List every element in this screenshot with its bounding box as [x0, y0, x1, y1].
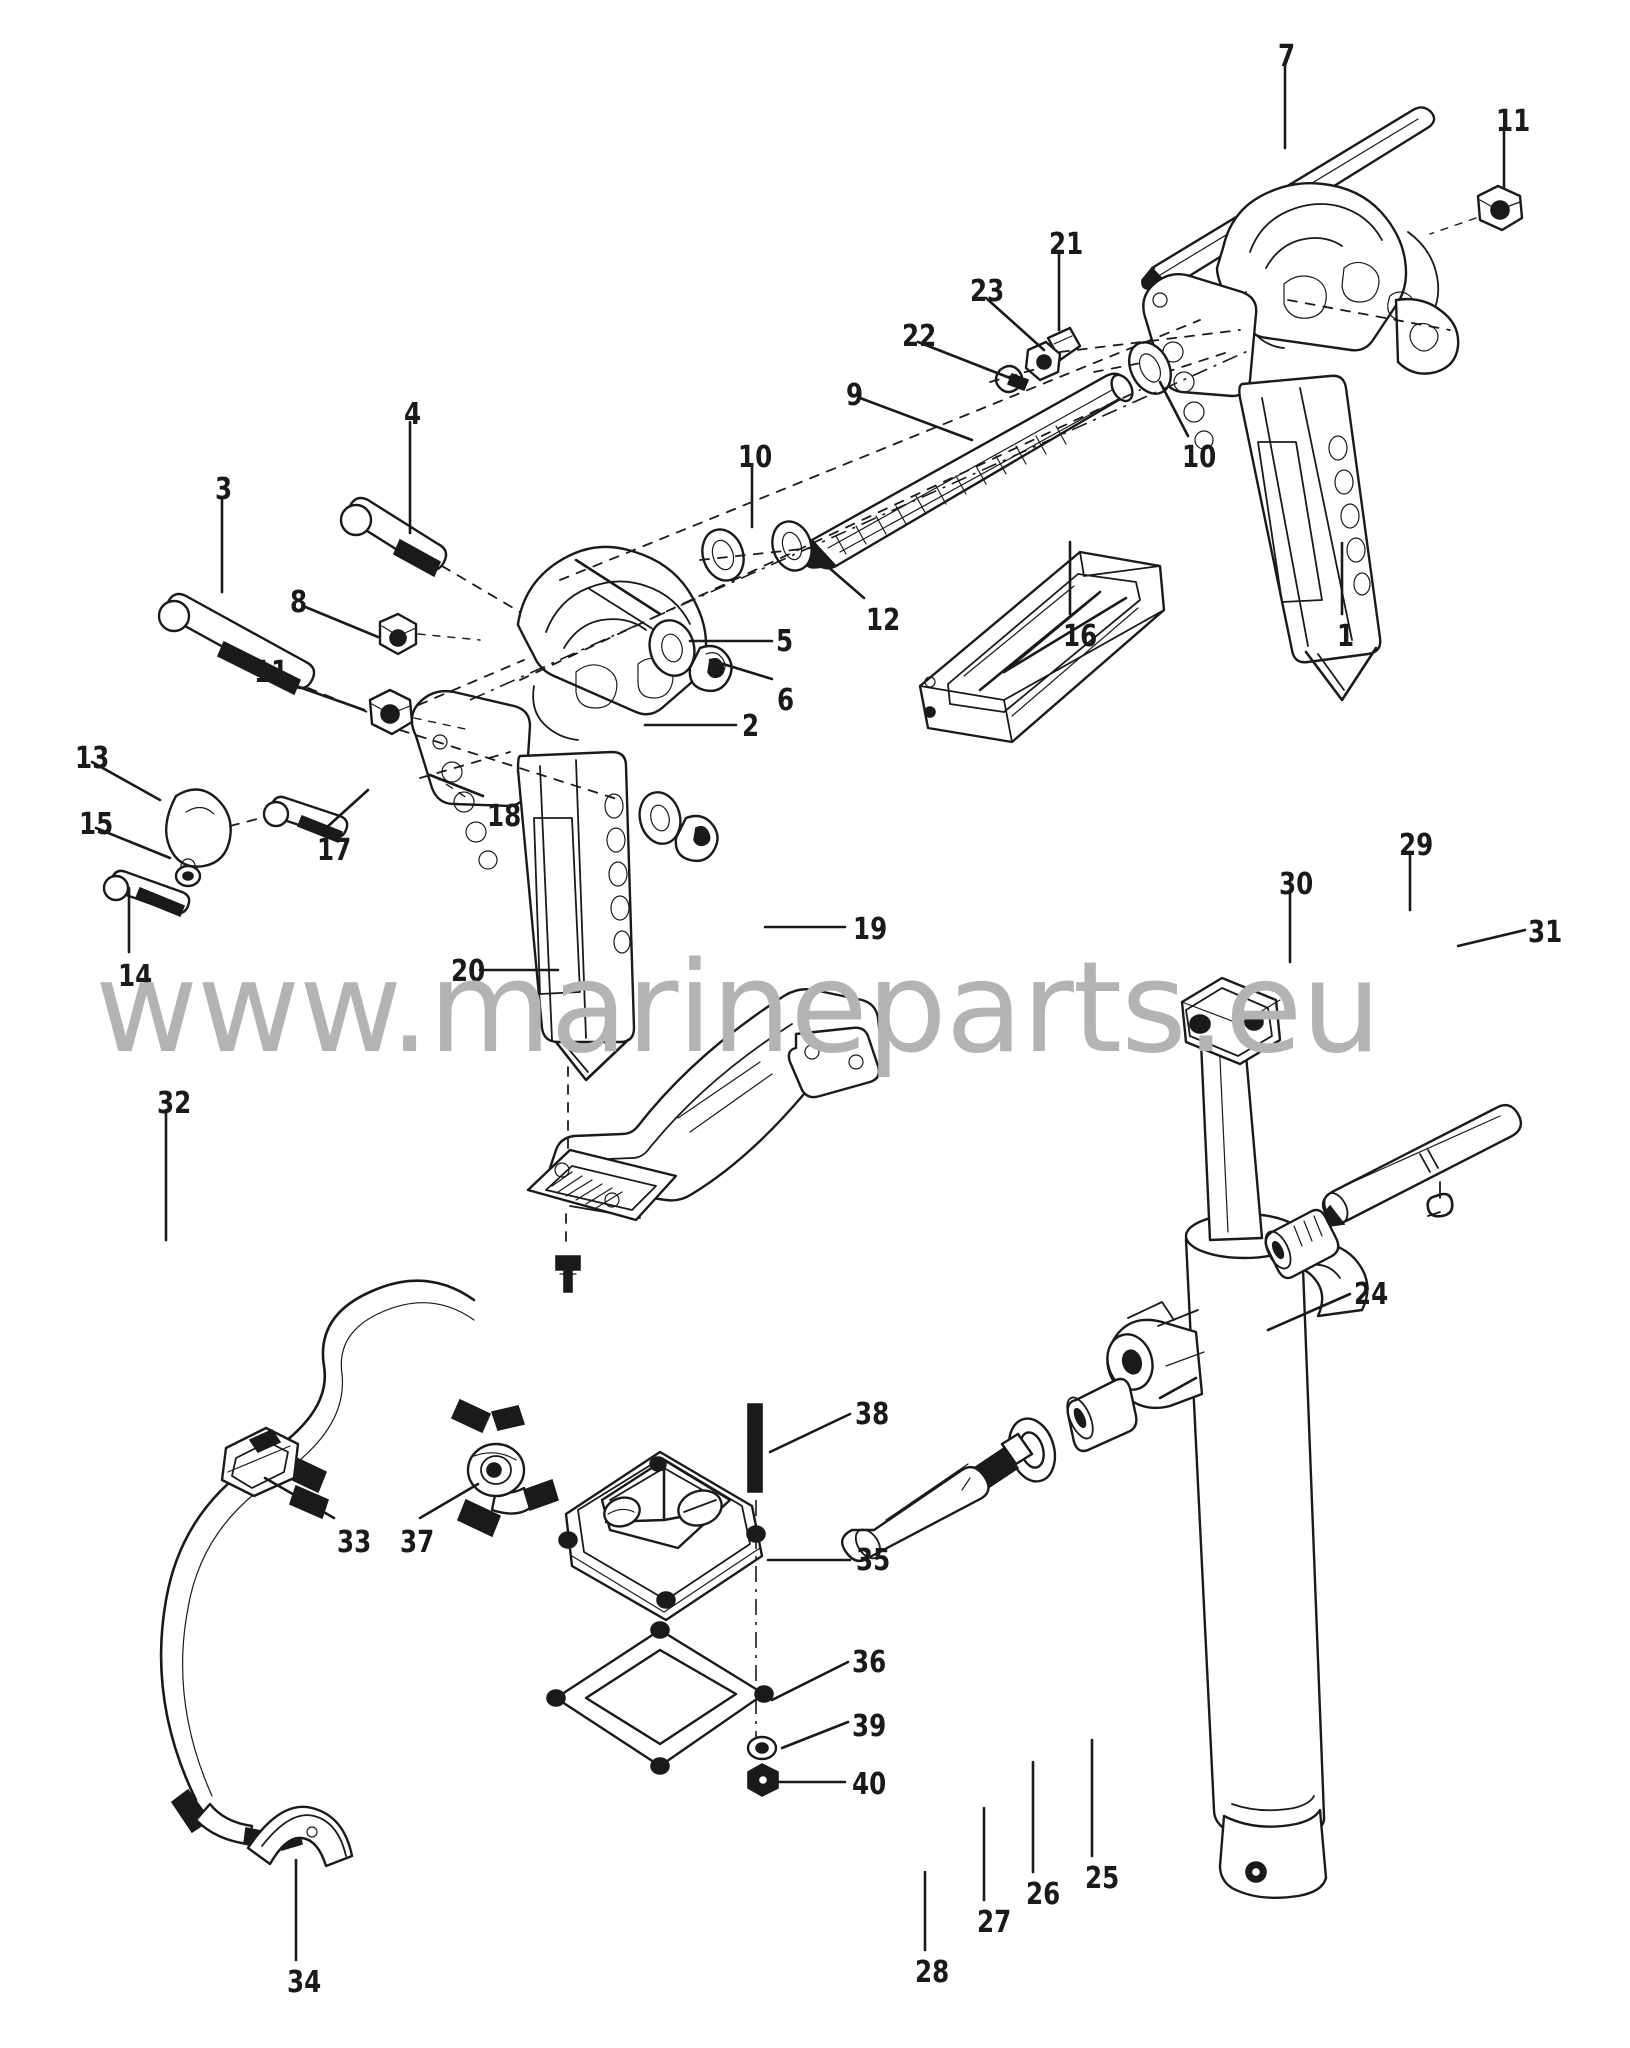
part-19-steering-arm: [526, 988, 884, 1251]
callout-34: 34: [287, 1965, 322, 2000]
callout-leader-11: [266, 674, 366, 712]
callout-8: 8: [290, 585, 308, 620]
part-25-bushing: [1066, 1377, 1138, 1453]
callout-30: 30: [1279, 867, 1314, 902]
callout-2: 2: [742, 709, 760, 744]
part-22-screw: [994, 364, 1030, 394]
callout-32: 32: [157, 1086, 192, 1121]
callout-leader-10: [1158, 380, 1190, 438]
callout-10: 10: [738, 440, 773, 475]
part-5b-bushing-lower: [638, 791, 682, 845]
callout-37: 37: [400, 1525, 435, 1560]
callout-leader-13: [90, 760, 162, 802]
callout-40: 40: [852, 1767, 887, 1802]
part-15-washer: [174, 864, 202, 888]
callout-35: 35: [856, 1543, 891, 1578]
callout-11: 11: [1496, 104, 1531, 139]
callout-17: 17: [317, 833, 352, 868]
part-10-oring-left: [701, 528, 745, 582]
callout-leader-38: [768, 1412, 852, 1454]
callout-leader-24: [1266, 1292, 1352, 1332]
callout-leader-23: [984, 296, 1046, 352]
callout-33: 33: [337, 1525, 372, 1560]
callout-3: 3: [215, 472, 233, 507]
part-29-pin: [1321, 1103, 1523, 1227]
part-39-washer: [746, 1735, 778, 1761]
callout-4: 4: [404, 397, 422, 432]
callout-15: 15: [79, 807, 114, 842]
callout-22: 22: [902, 319, 937, 354]
callout-6: 6: [777, 683, 795, 718]
part-4-through-bolt: [339, 496, 521, 613]
part-40-nut: [747, 1763, 779, 1797]
callout-leader-31: [1456, 928, 1527, 948]
callout-7: 7: [1278, 39, 1296, 74]
part-34-hose-retainer: [246, 1805, 354, 1868]
part-20-screw: [555, 1255, 581, 1293]
part-30-bushing: [1264, 1208, 1340, 1280]
part-11-locknut-upper: [1429, 184, 1524, 235]
callout-21: 21: [1049, 227, 1084, 262]
callout-27: 27: [977, 1905, 1012, 1940]
callout-leader-17: [324, 788, 370, 830]
part-1-transom-bracket-right: [1142, 182, 1460, 702]
callout-leader-37: [418, 1482, 480, 1520]
callout-1: 1: [1337, 619, 1355, 654]
callout-31: 31: [1528, 915, 1563, 950]
callout-14: 14: [118, 959, 153, 994]
callout-leader-39: [780, 1720, 850, 1750]
callout-12: 12: [866, 603, 901, 638]
part-31-cotter-clip: [1426, 1181, 1454, 1218]
callout-leader-12: [810, 551, 866, 600]
part-37-grommet: [466, 1442, 526, 1498]
callout-leader-33: [263, 1476, 336, 1520]
part-23-nut: [1024, 340, 1062, 382]
callout-16: 16: [1063, 619, 1098, 654]
part-24-tilt-cylinder: [1106, 976, 1369, 1899]
callout-29: 29: [1399, 828, 1434, 863]
part-35-pump-cover: [558, 1450, 766, 1622]
part-16-transom-spacer: [918, 550, 1166, 744]
callout-18: 18: [487, 799, 522, 834]
callout-leader-36: [770, 1660, 850, 1702]
callout-23: 23: [970, 274, 1005, 309]
part-33-hose-clamp: [220, 1426, 300, 1498]
part-11b-locknut-lower: [368, 688, 471, 736]
callout-28: 28: [915, 1955, 950, 1990]
part-6b-cap-lower: [674, 814, 719, 863]
callout-13: 13: [75, 741, 110, 776]
callout-26: 26: [1026, 1877, 1061, 1912]
callout-leader-8: [301, 604, 380, 639]
callout-38: 38: [855, 1397, 890, 1432]
part-8-nut: [378, 612, 481, 656]
callout-9: 9: [846, 378, 864, 413]
part-36-gasket: [546, 1621, 774, 1775]
callout-leader-18: [428, 773, 485, 798]
part-14-bolt: [102, 869, 191, 918]
callout-leader-9: [858, 396, 974, 442]
callout-10: 10: [1182, 440, 1217, 475]
callout-11: 11: [254, 655, 289, 690]
callout-19: 19: [853, 912, 888, 947]
callout-39: 39: [852, 1709, 887, 1744]
part-5-bushing: [648, 619, 696, 677]
callout-leader-6: [708, 658, 774, 681]
callout-leader-15: [94, 826, 172, 860]
callout-36: 36: [852, 1645, 887, 1680]
callout-leader-22: [916, 340, 1012, 380]
callout-20: 20: [451, 954, 486, 989]
callout-25: 25: [1085, 1861, 1120, 1896]
construction-centerlines: [399, 299, 1451, 801]
part-28-pivot-pin: [840, 1463, 990, 1563]
callout-24: 24: [1354, 1277, 1389, 1312]
part-32-hydraulic-hose: [159, 1279, 559, 1852]
callout-5: 5: [776, 624, 794, 659]
